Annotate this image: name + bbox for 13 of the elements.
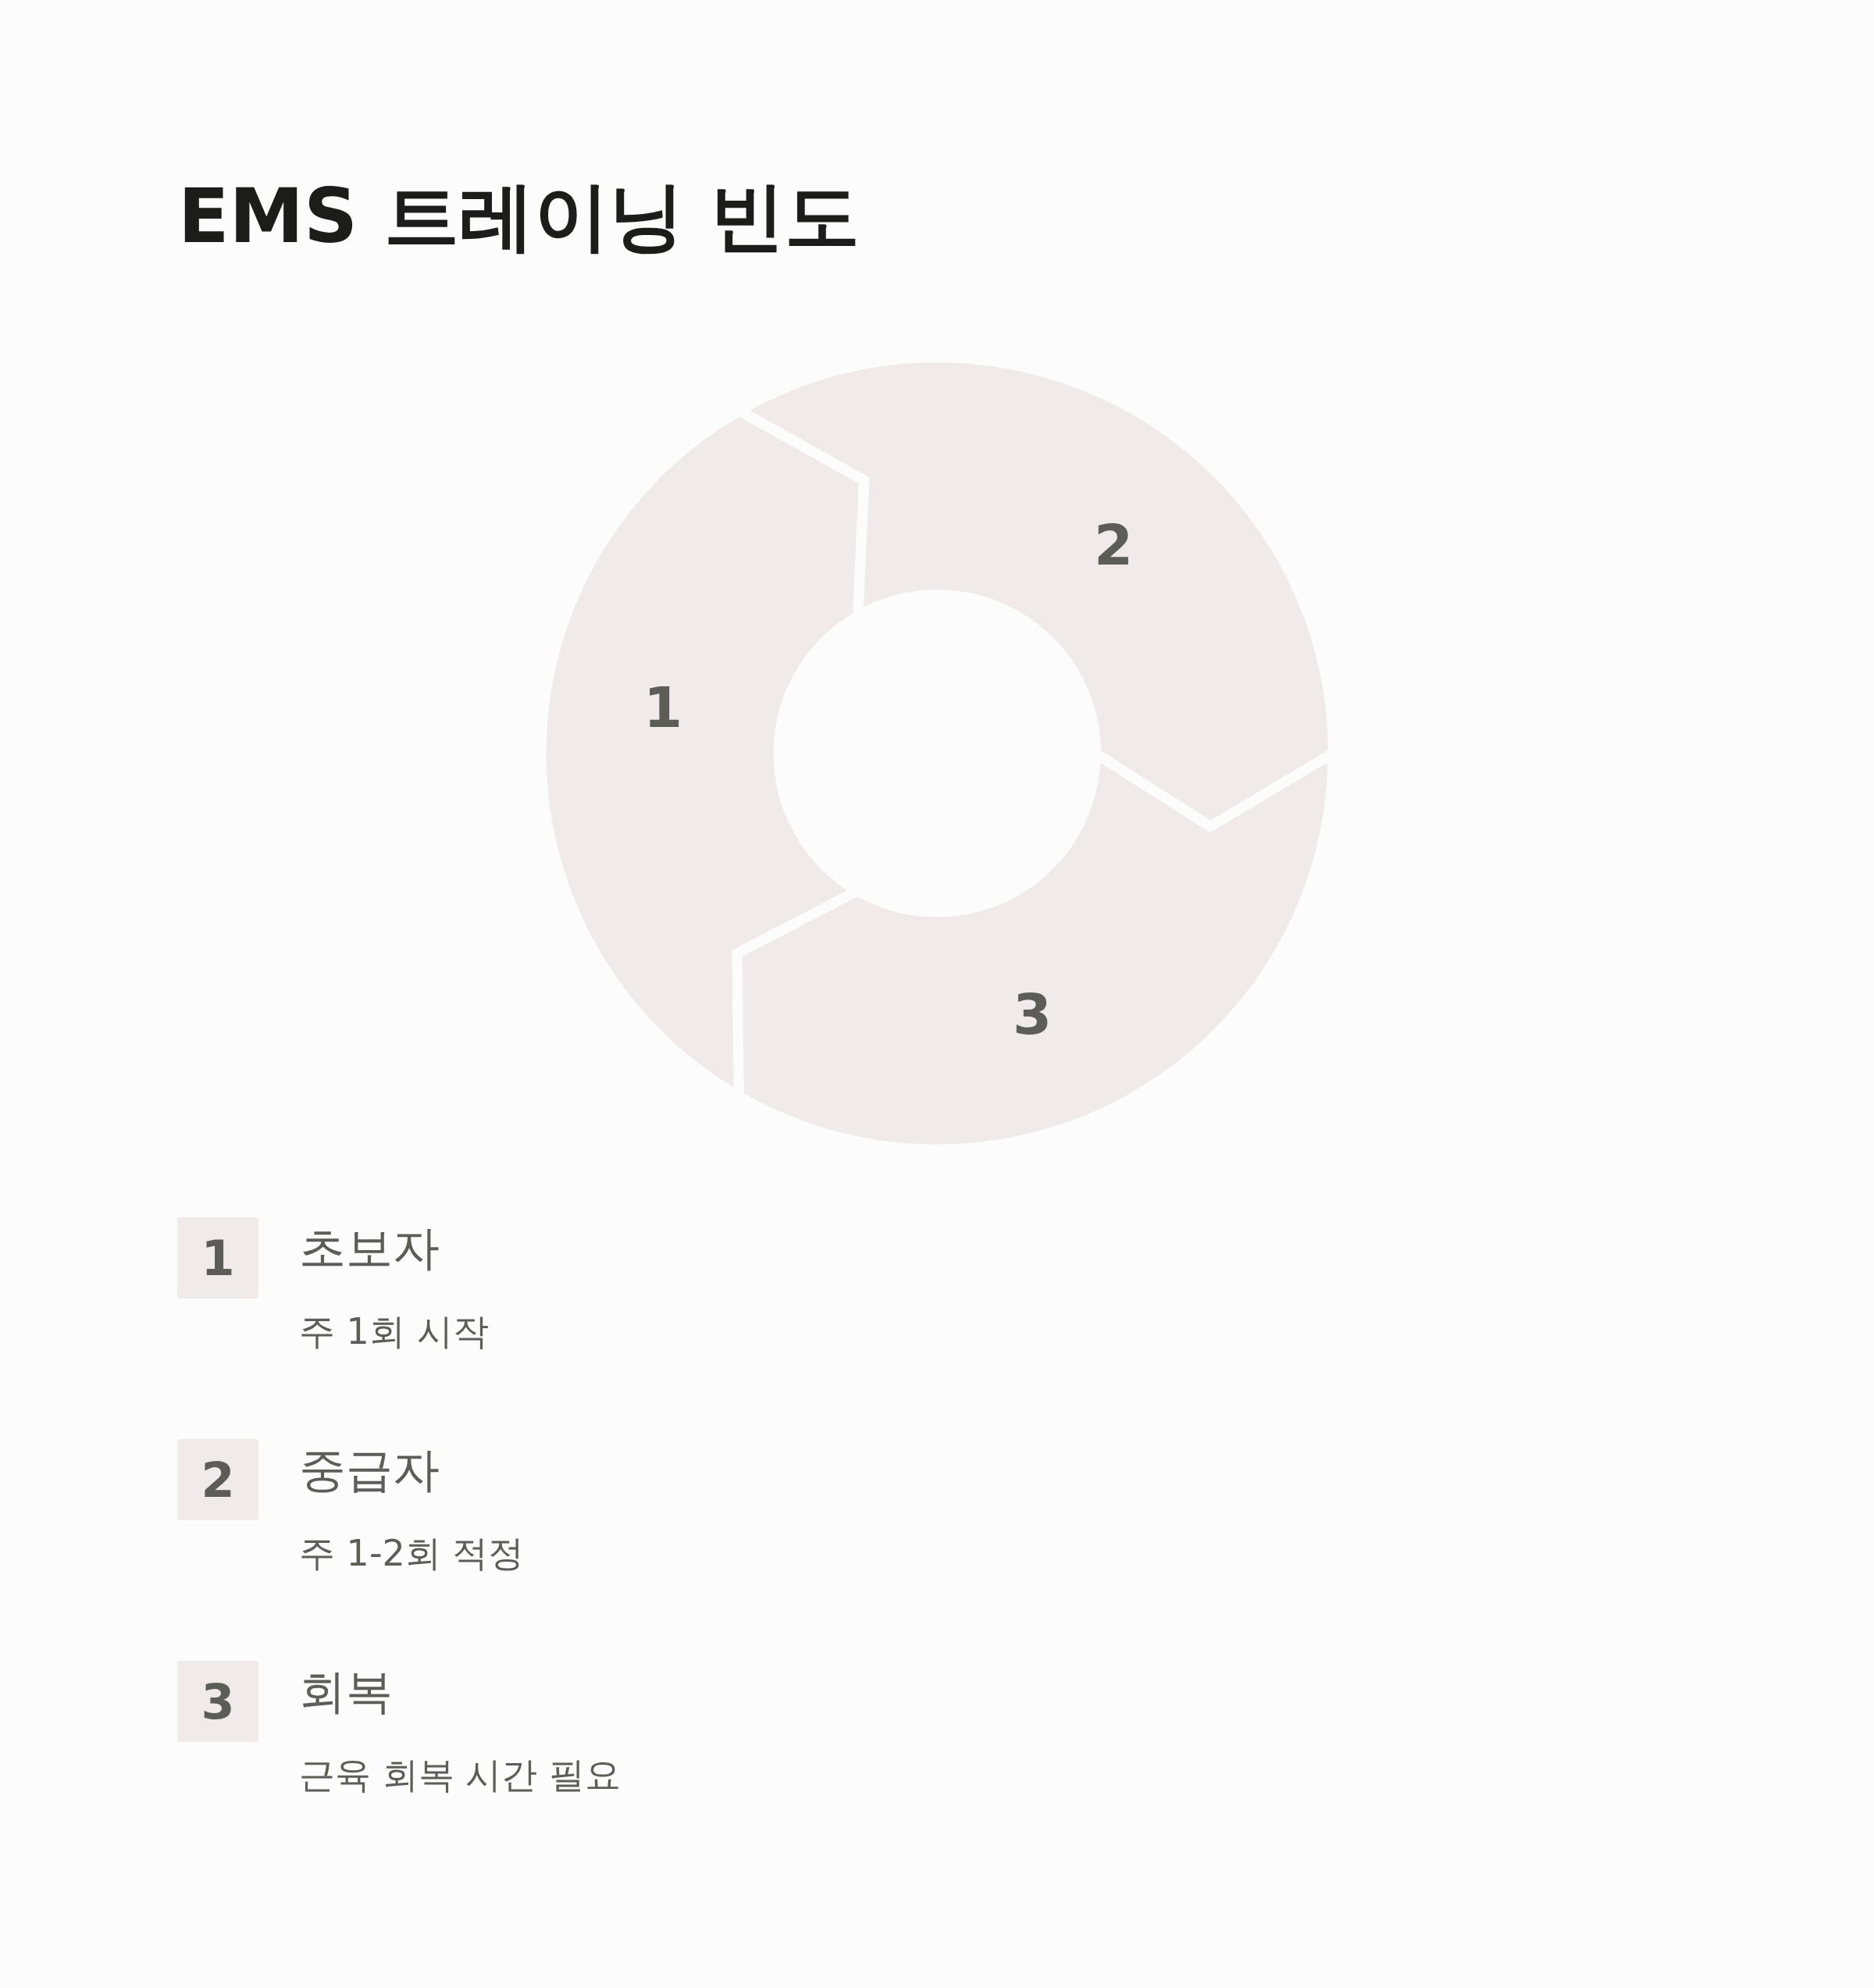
item-description: 주 1-2회 적정 xyxy=(299,1531,525,1576)
item-heading: 중급자 xyxy=(299,1441,440,1498)
item-description: 근육 회복 시간 필요 xyxy=(299,1753,621,1797)
item-heading: 초보자 xyxy=(299,1220,440,1277)
segment-number: 2 xyxy=(1093,517,1134,573)
title: EMS 트레이닝 빈도 xyxy=(178,172,860,262)
item-heading: 회복 xyxy=(299,1663,393,1720)
number-badge: 2 xyxy=(177,1439,258,1520)
number-badge: 1 xyxy=(177,1217,258,1299)
segment-number: 1 xyxy=(643,679,683,736)
segment-number: 3 xyxy=(1012,986,1053,1042)
number-badge: 3 xyxy=(177,1661,258,1742)
item-description: 주 1회 시작 xyxy=(299,1309,489,1354)
